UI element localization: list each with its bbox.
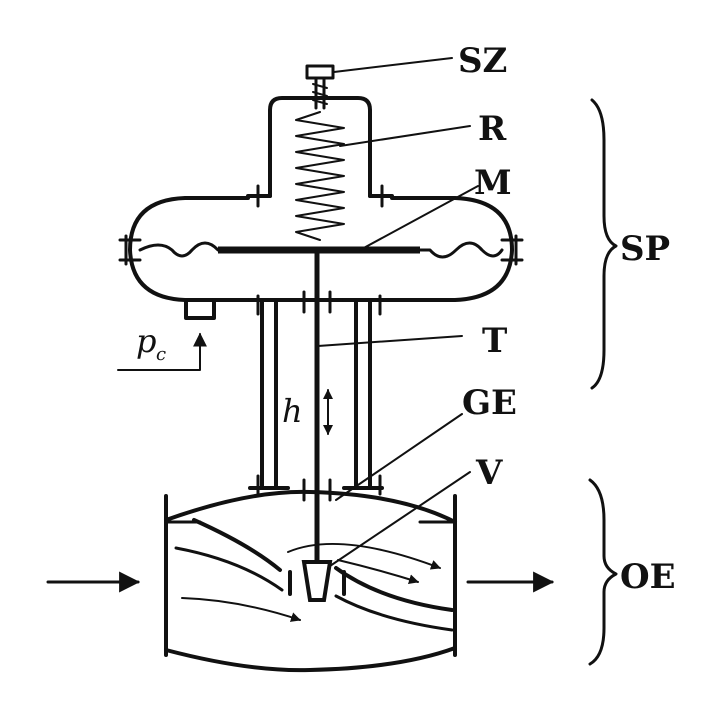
flow-path-inner-1 — [181, 597, 301, 622]
leader-v — [329, 471, 471, 567]
flow-path-inner-2 — [287, 542, 441, 570]
label-r: R — [478, 109, 507, 149]
leader-r — [339, 125, 471, 147]
adjusting-screw — [305, 64, 335, 110]
valve-body — [164, 489, 457, 673]
brace-sp — [590, 98, 618, 390]
actuator — [117, 64, 524, 371]
yoke — [248, 290, 384, 502]
pressure-inlet-arrow — [117, 332, 207, 371]
label-ge: GE — [462, 383, 517, 423]
label-v: V — [475, 453, 503, 493]
leader-m — [359, 185, 479, 251]
label-oe: OE — [620, 557, 676, 597]
diaphragm-casing-top — [128, 196, 514, 252]
leader-t — [317, 335, 463, 347]
label-stroke-h: h — [282, 392, 303, 430]
brace-oe — [588, 478, 618, 666]
leader-ge — [335, 413, 463, 501]
valve-seat — [288, 570, 346, 596]
valve-plug — [301, 560, 333, 602]
label-pressure: p — [136, 322, 156, 360]
label-sz: SZ — [458, 41, 507, 81]
diaphragm-casing-bottom — [128, 248, 514, 302]
pressure-inlet-port — [184, 298, 216, 320]
label-m: M — [474, 163, 512, 203]
label-t: T — [482, 321, 507, 361]
leader-sz — [333, 57, 453, 73]
spring — [295, 111, 345, 241]
label-pressure-subscript: c — [156, 344, 166, 365]
label-sp: SP — [620, 229, 670, 269]
spring-housing — [268, 96, 372, 198]
flow-path-inner-3 — [337, 559, 419, 585]
